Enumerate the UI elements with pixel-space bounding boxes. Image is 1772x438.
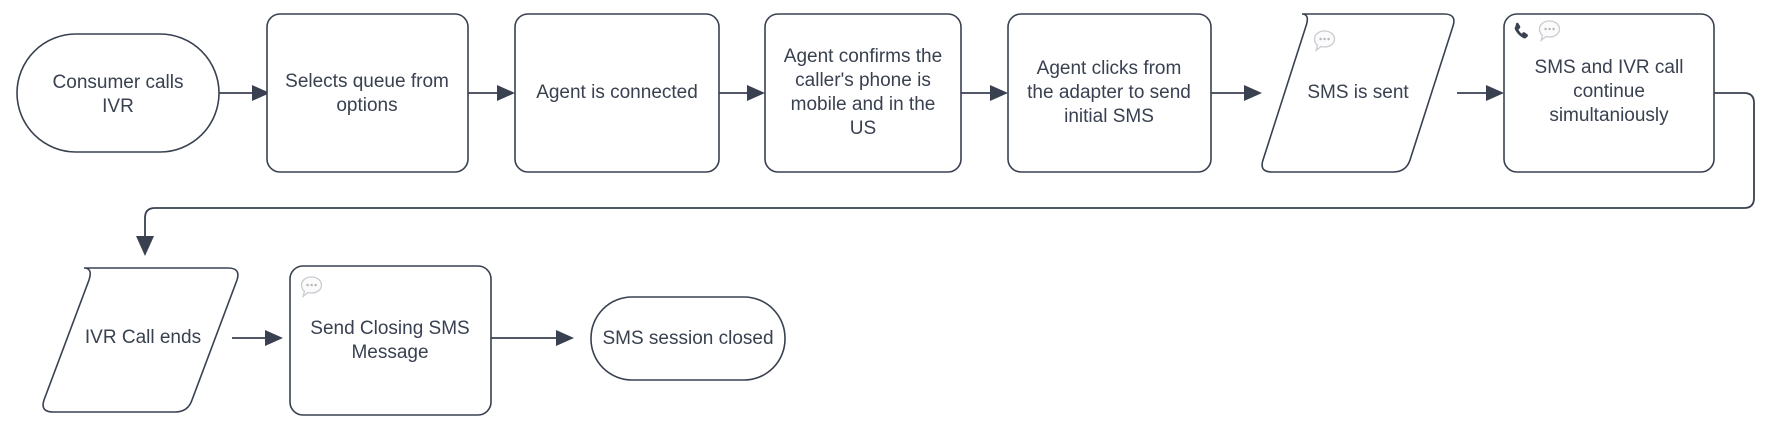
node-label-line: Agent clicks from: [1037, 58, 1182, 79]
node-ivr-call-ends[interactable]: IVR Call ends: [42, 267, 239, 413]
edge-continue-to-ivr-call-ends: [136, 92, 1755, 256]
chat-bubble-icon: [300, 276, 323, 299]
node-label-line: IVR: [102, 96, 134, 117]
node-label-line: Message: [351, 342, 428, 363]
edge-confirms-to-clicks: [961, 85, 1008, 101]
node-label-line: SMS session closed: [602, 328, 773, 349]
node-label-line: Agent is connected: [536, 82, 698, 103]
node-send-closing-sms-message[interactable]: Send Closing SMS Message: [289, 265, 492, 416]
node-sms-is-sent[interactable]: SMS is sent: [1261, 13, 1455, 173]
node-sms-and-ivr-continue[interactable]: SMS and IVR call continue simultaniously: [1503, 13, 1715, 173]
edge-ivr-call-ends-to-closing-sms: [232, 330, 283, 346]
node-label-line: US: [850, 118, 876, 139]
node-label-line: IVR Call ends: [85, 327, 201, 348]
phone-icon: [1514, 22, 1528, 39]
edge-consumer-to-queue: [219, 85, 270, 101]
node-label-line: caller's phone is: [795, 70, 931, 91]
node-label-line: mobile and in the: [791, 94, 936, 115]
node-label-line: Selects queue from: [285, 71, 449, 92]
chat-bubble-icon: [1538, 20, 1561, 43]
chat-bubble-icon: [1313, 30, 1336, 53]
node-selects-queue-from-options[interactable]: Selects queue from options: [266, 13, 469, 173]
node-label-line: initial SMS: [1064, 106, 1154, 127]
node-consumer-calls-ivr[interactable]: Consumer calls IVR: [16, 33, 220, 153]
node-agent-clicks-adapter[interactable]: Agent clicks from the adapter to send in…: [1007, 13, 1212, 173]
edge-layer: [136, 85, 1755, 346]
node-label-line: simultaniously: [1549, 105, 1669, 126]
node-sms-session-closed[interactable]: SMS session closed: [590, 296, 786, 381]
node-label-line: SMS is sent: [1307, 82, 1409, 103]
edge-clicks-to-sms-sent: [1211, 85, 1262, 101]
edge-closing-sms-to-session-closed: [491, 330, 574, 346]
edge-sms-sent-to-continue: [1457, 85, 1504, 101]
edge-queue-to-connected: [468, 85, 515, 101]
node-label-line: SMS and IVR call: [1535, 57, 1684, 78]
edge-connected-to-confirms: [719, 85, 765, 101]
node-label-line: continue: [1573, 81, 1645, 102]
node-label-line: Send Closing SMS: [310, 318, 469, 339]
node-label-line: Agent confirms the: [784, 46, 942, 67]
node-agent-is-connected[interactable]: Agent is connected: [514, 13, 720, 173]
node-agent-confirms-phone[interactable]: Agent confirms the caller's phone is mob…: [764, 13, 962, 173]
node-label-line: the adapter to send: [1027, 82, 1191, 103]
node-label-line: Consumer calls: [53, 72, 184, 93]
node-label-line: options: [336, 95, 397, 116]
